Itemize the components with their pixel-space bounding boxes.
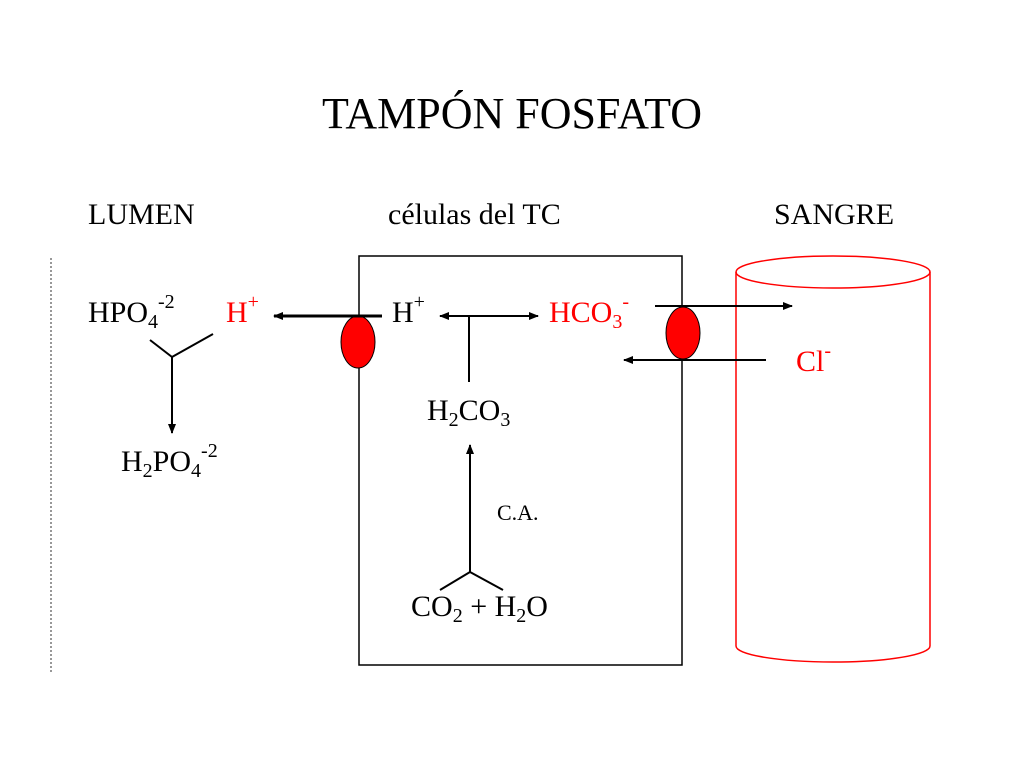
transporter-h-oval	[340, 315, 376, 369]
blood-label: SANGRE	[774, 198, 895, 231]
h-cell-formula: H+	[392, 291, 425, 329]
hco3-formula: HCO3-	[549, 291, 630, 333]
hpo4-formula: HPO4-2	[88, 291, 175, 333]
lumen-label: LUMEN	[88, 198, 195, 231]
carbonic-anhydrase-label: C.A.	[497, 500, 539, 525]
page-title: TAMPÓN FOSFATO	[322, 89, 702, 138]
h2co3-formula: H2CO3	[427, 394, 511, 431]
cells-label: células del TC	[388, 198, 561, 231]
h-branch-line	[171, 333, 214, 358]
transporter-exchanger-oval	[665, 306, 701, 360]
cl-formula: Cl-	[796, 340, 832, 378]
co2-branch-line	[439, 571, 471, 591]
blood-vessel	[735, 255, 931, 663]
hpo4-branch-line	[149, 339, 173, 358]
h-lumen-formula: H+	[226, 291, 259, 329]
h2po4-formula: H2PO4-2	[121, 440, 218, 482]
h2o-branch-line	[469, 571, 504, 591]
cell-box	[358, 255, 683, 666]
co2-h2o-formula: CO2 + H2O	[411, 590, 548, 627]
